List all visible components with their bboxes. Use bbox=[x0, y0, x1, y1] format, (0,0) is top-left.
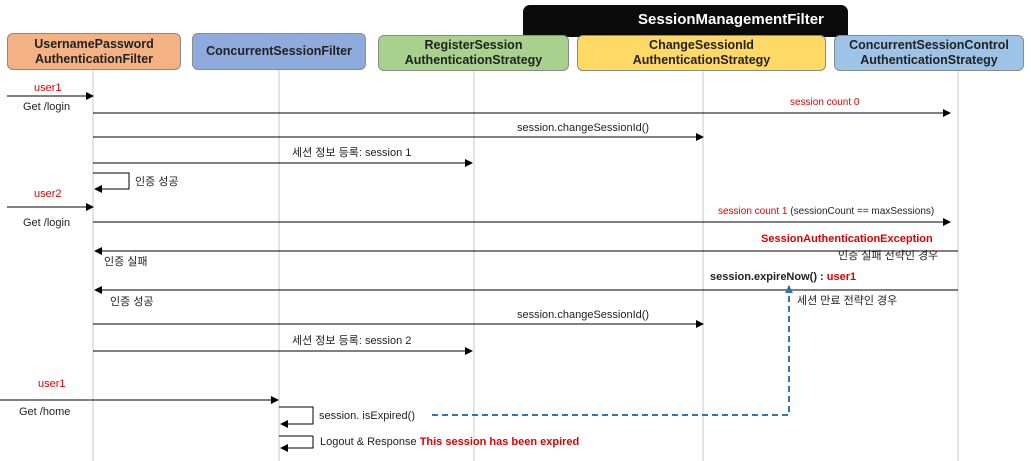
arrow-expire-now-dashed bbox=[432, 285, 793, 416]
label-logout-response: Logout & Response This session has been … bbox=[320, 436, 579, 449]
label-expire-now-call: session.expireNow() : bbox=[710, 271, 827, 283]
participant-username-password-filter: UsernamePassword AuthenticationFilter bbox=[7, 33, 181, 70]
label-auth-fail: 인증 실패 bbox=[104, 256, 148, 268]
label-is-expired: session. isExpired() bbox=[319, 410, 415, 422]
label-session-expire-strategy: 세션 만료 전략인 경우 bbox=[797, 295, 898, 307]
label-change-session-id-2: session.changeSessionId() bbox=[517, 309, 650, 321]
label-expire-now: session.expireNow() : user1 bbox=[710, 271, 856, 284]
label-expire-now-user: user1 bbox=[826, 271, 857, 283]
arrow-is-expired bbox=[279, 406, 314, 428]
participant-concurrent-session-filter: ConcurrentSessionFilter bbox=[192, 33, 366, 70]
arrow-logout bbox=[280, 436, 314, 452]
participant-register-session-strategy: RegisterSession AuthenticationStrategy bbox=[378, 35, 569, 71]
label-session-count-1-detail: (sessionCount == maxSessions) bbox=[787, 206, 935, 217]
arrow-auth-success-1 bbox=[93, 172, 130, 193]
label-register-session-1: 세션 정보 등록: session 1 bbox=[292, 147, 412, 159]
label-user1-a: user1 bbox=[34, 82, 62, 94]
session-management-filter-banner: SessionManagementFilter bbox=[523, 5, 848, 37]
label-get-login-2: Get /login bbox=[23, 217, 71, 229]
label-user2: user2 bbox=[34, 188, 62, 200]
label-session-count-1-value: session count 1 bbox=[718, 206, 788, 217]
label-register-session-2: 세션 정보 등록: session 2 bbox=[292, 335, 412, 347]
label-get-home: Get /home bbox=[19, 406, 71, 418]
label-get-login-1: Get /login bbox=[23, 101, 71, 113]
arrow-logout-response bbox=[281, 435, 313, 448]
participant-change-session-id-strategy: ChangeSessionId AuthenticationStrategy bbox=[577, 35, 826, 71]
label-user1-b: user1 bbox=[38, 378, 66, 390]
label-logout-response-text: Logout & Response bbox=[320, 436, 420, 448]
label-expired-message: This session has been expired bbox=[419, 436, 580, 448]
label-session-auth-exception: SessionAuthenticationException bbox=[761, 233, 933, 245]
participant-concurrent-session-control-strategy: ConcurrentSessionControl AuthenticationS… bbox=[834, 35, 1024, 71]
label-session-count-0: session count 0 bbox=[790, 97, 860, 108]
label-auth-fail-strategy: 인증 실패 전략인 경우 bbox=[838, 250, 939, 262]
label-change-session-id-1: session.changeSessionId() bbox=[517, 122, 650, 134]
label-auth-success-1: 인증 성공 bbox=[135, 176, 179, 188]
label-auth-success-2: 인증 성공 bbox=[110, 296, 154, 308]
label-session-count-1: session count 1 (sessionCount == maxSess… bbox=[718, 205, 934, 218]
